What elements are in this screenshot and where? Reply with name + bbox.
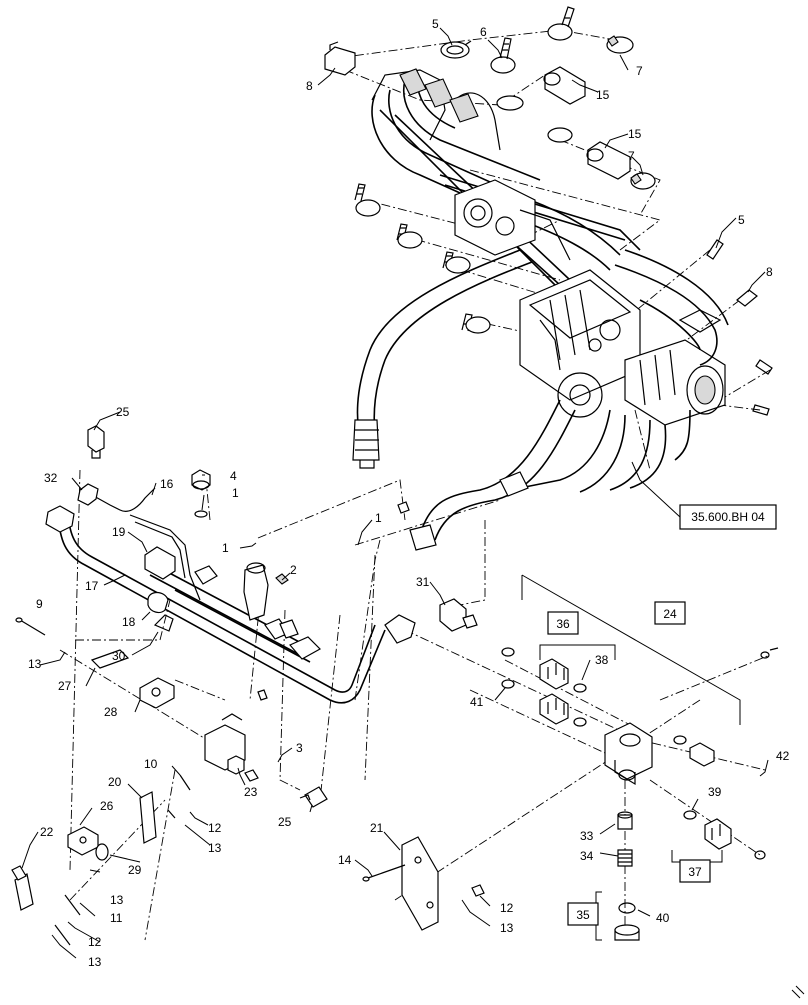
callout-26: 26 bbox=[100, 799, 114, 813]
valve-assembly bbox=[362, 598, 779, 941]
callout-1-c: 1 bbox=[222, 541, 229, 555]
callout-13-b: 13 bbox=[208, 841, 222, 855]
callout-21: 21 bbox=[370, 821, 384, 835]
callout-32: 32 bbox=[44, 471, 58, 485]
callout-19: 19 bbox=[112, 525, 126, 539]
callout-1-a: 1 bbox=[232, 486, 239, 500]
reference-leader bbox=[631, 461, 681, 518]
callout-31: 31 bbox=[416, 575, 430, 589]
callout-37: 37 bbox=[688, 865, 702, 879]
callout-39: 39 bbox=[708, 785, 722, 799]
callout-20: 20 bbox=[108, 775, 122, 789]
callout-33: 33 bbox=[580, 829, 594, 843]
upper-fittings bbox=[324, 6, 773, 416]
reference-label[interactable]: 35.600.BH 04 bbox=[691, 510, 765, 524]
callout-15-top: 15 bbox=[596, 88, 610, 102]
callout-12-b: 12 bbox=[500, 901, 514, 915]
callout-6: 6 bbox=[480, 25, 487, 39]
callout-8-right: 8 bbox=[766, 265, 773, 279]
callout-13-c: 13 bbox=[110, 893, 124, 907]
callout-5-right: 5 bbox=[738, 213, 745, 227]
callout-38: 38 bbox=[595, 653, 609, 667]
callout-1-b: 1 bbox=[375, 511, 382, 525]
callout-4: 4 bbox=[230, 469, 237, 483]
callout-27: 27 bbox=[58, 679, 72, 693]
callout-box-37 bbox=[679, 859, 711, 883]
callout-42: 42 bbox=[776, 749, 790, 763]
callout-24: 24 bbox=[663, 607, 677, 621]
callout-box-36 bbox=[547, 611, 579, 635]
callout-18: 18 bbox=[122, 615, 136, 629]
tube-assembly bbox=[45, 425, 416, 704]
callout-13-e: 13 bbox=[88, 955, 102, 969]
callout-12-a: 12 bbox=[208, 821, 222, 835]
callout-9: 9 bbox=[36, 597, 43, 611]
callout-40: 40 bbox=[656, 911, 670, 925]
callout-28: 28 bbox=[104, 705, 118, 719]
callout-5-top: 5 bbox=[432, 17, 439, 31]
callout-15-lower: 15 bbox=[628, 127, 642, 141]
upper-pump-assembly bbox=[352, 68, 729, 551]
callout-numbers: 5 6 7 8 15 15 7 5 8 25 4 32 16 1 1 19 1 … bbox=[28, 17, 790, 969]
callout-7-lower: 7 bbox=[628, 149, 635, 163]
callout-17: 17 bbox=[85, 579, 99, 593]
callout-23: 23 bbox=[244, 785, 258, 799]
callout-22: 22 bbox=[40, 825, 54, 839]
callout-16: 16 bbox=[160, 477, 174, 491]
left-brackets bbox=[11, 617, 328, 946]
callout-41: 41 bbox=[470, 695, 484, 709]
corner-mark bbox=[791, 985, 805, 999]
callout-29: 29 bbox=[128, 863, 142, 877]
callout-2: 2 bbox=[290, 563, 297, 577]
reference-box[interactable] bbox=[679, 504, 777, 530]
callout-8-top: 8 bbox=[306, 79, 313, 93]
callout-11: 11 bbox=[110, 911, 123, 925]
callout-7-top: 7 bbox=[636, 64, 643, 78]
callout-36: 36 bbox=[556, 617, 570, 631]
callout-13-d: 13 bbox=[500, 921, 514, 935]
callout-12-c: 12 bbox=[88, 935, 102, 949]
leaders bbox=[21, 27, 769, 959]
callout-14: 14 bbox=[338, 853, 352, 867]
callout-25-top: 25 bbox=[116, 405, 130, 419]
callout-10: 10 bbox=[144, 757, 158, 771]
callout-3: 3 bbox=[296, 741, 303, 755]
callout-30: 30 bbox=[112, 649, 126, 663]
assembly-lines bbox=[59, 29, 771, 941]
callout-13-a: 13 bbox=[28, 657, 42, 671]
callout-box-24 bbox=[654, 601, 686, 625]
callout-box-35 bbox=[567, 902, 599, 926]
callout-34: 34 bbox=[580, 849, 594, 863]
callout-25-bottom: 25 bbox=[278, 815, 292, 829]
callout-35: 35 bbox=[576, 908, 590, 922]
